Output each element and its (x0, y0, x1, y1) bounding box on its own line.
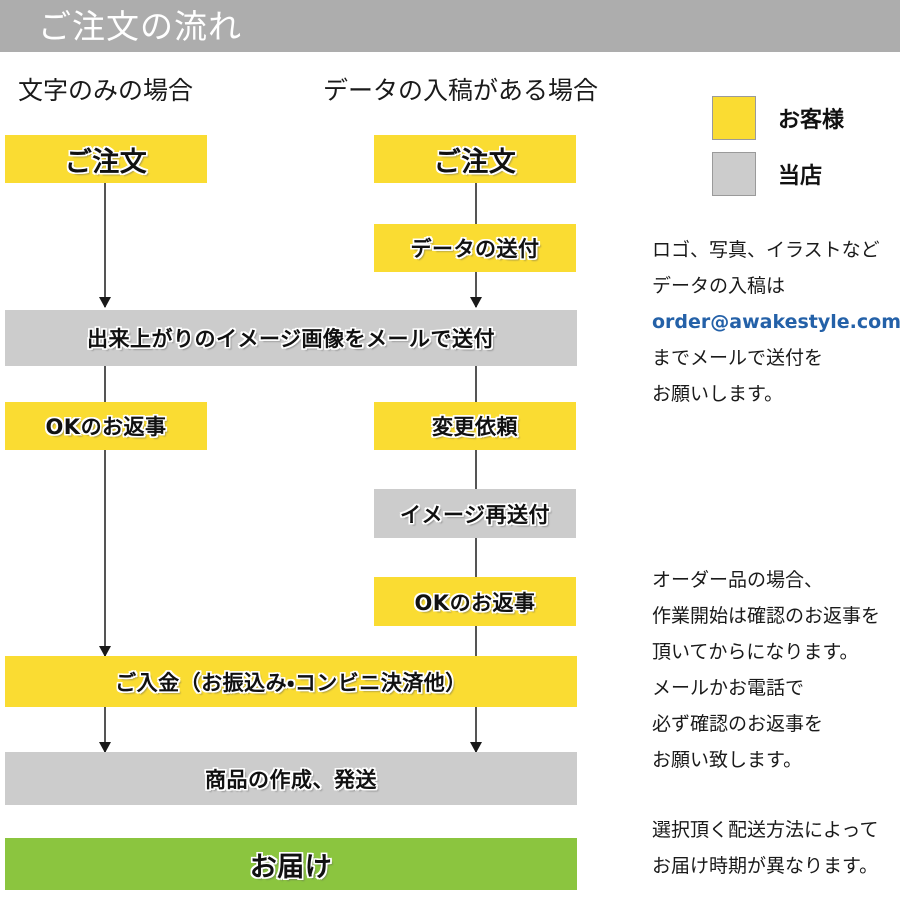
note-line: メールかお電話で (652, 677, 805, 699)
arrow-right-resend-to-ok (475, 538, 477, 577)
note-data-submission: ロゴ、写真、イラストなど データの入稿は order@awakestyle.co… (652, 232, 900, 412)
arrow-right-datasend-to-image (475, 272, 477, 307)
note-line: までメールで送付を (652, 347, 824, 369)
flow-box-left-ok-reply[interactable]: OKのお返事 (5, 402, 207, 450)
legend-item-shop: 当店 (712, 152, 822, 196)
legend-item-customer: お客様 (712, 96, 844, 140)
note-line: データの入稿は (652, 275, 786, 297)
legend-label-customer: お客様 (778, 108, 845, 133)
flow-box-shared-production-shipping[interactable]: 商品の作成、発送 (5, 752, 577, 805)
page-title: ご注文の流れ (38, 7, 242, 46)
flow-box-right-data-send[interactable]: データの送付 (374, 224, 576, 272)
note-shipping: 選択頂く配送方法によって お届け時期が異なります。 (652, 812, 900, 884)
note-line: お願いします。 (652, 383, 784, 405)
arrow-right-image-to-change (475, 366, 477, 402)
arrow-left-order-to-image (104, 183, 106, 307)
page-header-bar: ご注文の流れ (0, 0, 900, 52)
arrow-right-change-to-resend (475, 450, 477, 489)
flow-box-right-image-resend[interactable]: イメージ再送付 (374, 489, 576, 538)
flow-box-left-order[interactable]: ご注文 (5, 135, 207, 183)
flow-box-right-change-request[interactable]: 変更依頼 (374, 402, 576, 450)
flow-box-shared-image-email[interactable]: 出来上がりのイメージ画像をメールで送付 (5, 310, 577, 366)
arrow-right-order-to-datasend (475, 183, 477, 224)
note-line: ロゴ、写真、イラストなど (652, 239, 880, 261)
flow-box-right-ok-reply[interactable]: OKのお返事 (374, 577, 576, 626)
column-heading-with-data: データの入稿がある場合 (323, 76, 599, 105)
flow-box-right-order[interactable]: ご注文 (374, 135, 576, 183)
note-line: お届け時期が異なります。 (652, 855, 879, 877)
note-order-confirmation: オーダー品の場合、 作業開始は確認のお返事を 頂いてからになります。 メールかお… (652, 562, 900, 778)
legend-gray-swatch-icon (712, 152, 756, 196)
arrow-left-image-to-ok (104, 366, 106, 402)
note-line: オーダー品の場合、 (652, 569, 824, 591)
legend-yellow-swatch-icon (712, 96, 756, 140)
flow-box-shared-delivery[interactable]: お届け (5, 838, 577, 890)
note-line: 作業開始は確認のお返事を (652, 605, 881, 627)
note-line: 頂いてからになります。 (652, 641, 859, 663)
flow-box-shared-payment[interactable]: ご入金（お振込み・コンビニ決済他） (5, 656, 577, 707)
note-line: 選択頂く配送方法によって (652, 819, 879, 841)
note-line: お願い致します。 (652, 749, 803, 771)
column-heading-text-only: 文字のみの場合 (18, 76, 194, 105)
legend-label-shop: 当店 (778, 164, 823, 189)
email-address-link[interactable]: order@awakestyle.com (652, 311, 900, 333)
arrow-left-payment-to-production (104, 707, 106, 752)
arrow-right-ok-to-payment (475, 626, 477, 656)
arrow-right-payment-to-production (475, 707, 477, 752)
arrow-left-ok-to-payment (104, 450, 106, 656)
note-line: 必ず確認のお返事を (652, 713, 824, 735)
